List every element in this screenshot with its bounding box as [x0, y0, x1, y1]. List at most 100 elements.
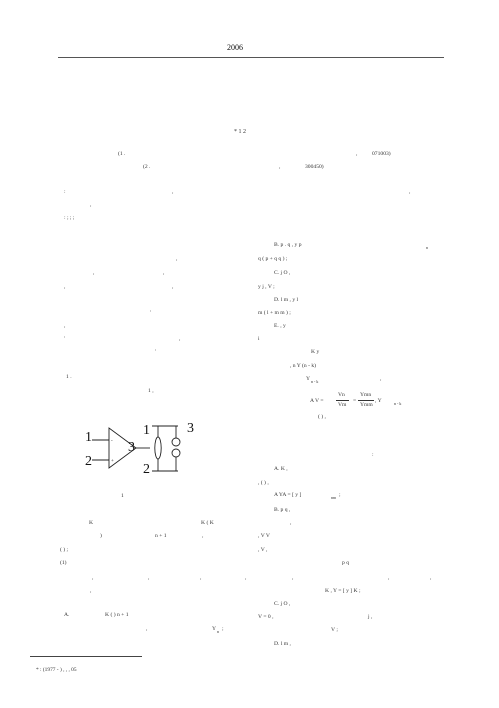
left-l8: 1 . [66, 374, 72, 380]
equation-y-denominator: Ymm [360, 402, 373, 408]
left-p-l2-c: , [202, 533, 204, 539]
right-r20: p q [342, 560, 349, 566]
equation-v-numerator: Vn [338, 392, 345, 398]
fig-label-left-2: 2 [85, 454, 92, 469]
abstract-l1-b: , [172, 189, 174, 195]
left-l7: ' [155, 349, 157, 355]
equation-tail: , Y [375, 398, 382, 404]
right-r25: V ; [331, 627, 338, 633]
left-p-l8-b: Y [212, 626, 217, 632]
header-rule [58, 57, 444, 58]
model-source-bottom [171, 448, 181, 458]
left-l1: , [176, 256, 178, 262]
model-source-top [171, 437, 181, 447]
fig-label-right-3: 3 [187, 421, 194, 436]
fig-label-left-3: 3 [128, 440, 135, 455]
equation-v-fraction-bar [336, 400, 349, 401]
left-p-l7-b: K ( ) n + 1 [105, 612, 129, 618]
left-l2-b: , [163, 270, 165, 276]
right-r13: : [372, 452, 374, 458]
right-r21-c: , [388, 575, 390, 581]
model-input-impedance [154, 436, 162, 460]
left-p-l1-c: , [290, 520, 292, 526]
right-r24-a: V = 0 , [258, 614, 274, 620]
left-p-l8-c: n [217, 629, 219, 634]
right-r21-b: , [292, 575, 294, 581]
right-r8: i [258, 336, 260, 342]
left-p-l5-c: , [200, 575, 202, 581]
left-l4: ' [150, 310, 152, 316]
equation-v-denominator: Vm [338, 402, 347, 408]
right-r2: q ( p + q q ) ; [258, 256, 288, 262]
right-r26: D. l m , [274, 641, 291, 647]
left-p-l6: , [90, 588, 92, 594]
equation-y-fraction-bar [358, 400, 374, 401]
right-r12: ( ) , [318, 414, 326, 420]
fig-label-right-2: 2 [143, 462, 150, 477]
left-l2-a: , [93, 270, 95, 276]
right-r24-b: j , [368, 614, 373, 620]
right-r16-tail: ; [339, 492, 341, 498]
abstract-l2: , [90, 202, 92, 208]
op-amp-triangle [108, 427, 137, 469]
right-r15: , ( ) , [258, 480, 269, 486]
affiliation-2-code: 300450) [305, 164, 324, 170]
affiliation-2-sep: , [279, 164, 281, 170]
right-r4: y j , V ; [258, 284, 275, 290]
right-r17: B. p q , [274, 507, 291, 513]
right-r23: C. j O , [274, 601, 291, 607]
right-r9: K y [311, 349, 320, 355]
left-p-l2-b: n + 1 [155, 533, 167, 539]
keywords-line: : ; ; ; [64, 215, 75, 221]
left-l6-b: , [179, 336, 181, 342]
right-r14: A. K , [274, 466, 288, 472]
right-r22: K , Y = [ y ] K ; [325, 588, 361, 594]
right-r11: Y [306, 376, 311, 382]
fig-label-right-1: 1 [143, 423, 150, 438]
left-p-l4: (1) [60, 560, 67, 566]
right-r21-d: , [430, 575, 432, 581]
footnote-rule [30, 656, 142, 657]
right-r5: D. l m , y l [274, 297, 299, 303]
right-r7: E. , y [274, 323, 286, 329]
left-l6-a: ' [64, 336, 66, 342]
left-p-l1-a: K [89, 520, 94, 526]
affiliation-2: (2 . [143, 164, 151, 170]
right-r16-sub: nm [331, 495, 337, 500]
right-r18: , V V [258, 533, 270, 539]
page-header-year: 2006 [227, 43, 243, 52]
op-amp-minus-sign: - [111, 439, 113, 444]
affiliation-1: (1 . [118, 151, 126, 157]
equation-y-numerator: Ymn [360, 392, 372, 398]
abstract-l1-a: : [64, 189, 66, 195]
right-r1-sub: n [426, 245, 428, 250]
left-p-l8-d: ; [222, 626, 224, 632]
equation-lhs: A V = [310, 398, 324, 404]
affiliation-1-code: 071003) [372, 151, 391, 157]
figure-1: - + [92, 425, 181, 472]
fig-label-left-1: 1 [85, 430, 92, 445]
equation-equals: = [353, 398, 357, 404]
abstract-l1-c: , [409, 189, 411, 195]
left-l3-b: , [172, 284, 174, 290]
op-amp-plus-sign: + [111, 459, 114, 464]
left-l9: 1 , [148, 388, 154, 394]
affiliation-1-sep: , [356, 151, 358, 157]
left-p-l1-b: K ( K [201, 520, 214, 526]
left-l5: , [64, 323, 66, 329]
left-p-l7-a: A. [64, 612, 70, 618]
author-line: * 1 2 [234, 129, 246, 135]
right-r16: A YA = [ y ] [274, 492, 302, 498]
left-l3-a: , [64, 284, 66, 290]
right-r3: C. j O , [274, 270, 291, 276]
left-p-l8-a: , [146, 626, 148, 632]
right-r19: , V , [258, 547, 268, 553]
footnote: * : (1977 - ) , , , 05 [36, 667, 77, 673]
figure-caption: 1 [121, 493, 124, 499]
left-p-l5-b: , [148, 575, 150, 581]
left-p-l5-a: , [92, 575, 94, 581]
left-p-l3: ( ) ; [60, 547, 69, 553]
right-r21-a: , [245, 575, 247, 581]
right-r1: B. p . q , y p [274, 242, 302, 248]
right-r6: m ( l + m m ) ; [258, 310, 291, 316]
